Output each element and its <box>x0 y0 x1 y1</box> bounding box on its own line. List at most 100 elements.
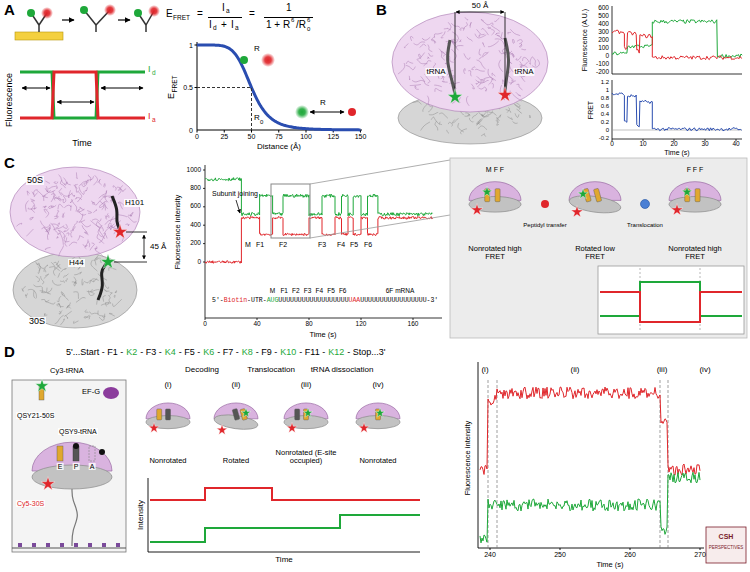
rna-texture <box>78 236 84 241</box>
rna-texture <box>492 30 495 35</box>
state-node: Nonrotated high FRET <box>665 176 725 262</box>
fluorophore-star <box>682 186 693 196</box>
subunit-outline <box>13 252 137 328</box>
label-text: H44 <box>68 259 85 267</box>
panel-letter: D <box>4 344 15 359</box>
rna-texture <box>517 40 522 44</box>
drawn-line <box>612 80 742 139</box>
rna-texture <box>477 60 486 69</box>
rna-texture <box>93 210 97 213</box>
rna-texture <box>471 84 474 89</box>
state-caption: (ii) <box>232 380 241 389</box>
rna-texture <box>26 293 28 297</box>
rna-texture <box>466 96 469 105</box>
state-node: (iv)Nonrotated <box>344 380 412 466</box>
drawn-line <box>278 130 279 133</box>
rna-texture <box>417 59 428 64</box>
label-text: 10 <box>639 141 646 148</box>
label-text: M <box>270 288 275 295</box>
rna-texture <box>66 306 70 309</box>
rna-texture <box>421 122 430 131</box>
biotin-anchor <box>18 543 22 547</box>
rna-texture <box>521 49 525 51</box>
rna-texture <box>32 192 38 197</box>
label-text: 160 <box>408 321 419 328</box>
label-text: I <box>222 3 225 13</box>
label-text: A <box>89 463 96 470</box>
trna <box>448 40 455 94</box>
rna-texture <box>476 29 484 34</box>
state-caption: (i) <box>164 380 171 389</box>
rna-texture <box>56 237 58 239</box>
label-text: FRET <box>171 76 178 93</box>
label-text: R <box>254 114 260 122</box>
label-text: - F9 - <box>256 348 278 357</box>
rna-texture <box>74 221 78 226</box>
label-text: Translocation <box>627 222 663 228</box>
label-text: F F F <box>687 166 704 173</box>
label-text: R <box>320 99 326 107</box>
rna-texture <box>439 122 442 125</box>
label-text: (iii) <box>657 366 668 374</box>
rna-texture <box>475 34 486 38</box>
efg-icon <box>641 200 650 209</box>
label-text: 50 <box>248 133 256 140</box>
label-text: Fluorescence <box>5 73 14 127</box>
rna-texture <box>409 76 411 80</box>
rna-texture <box>448 22 451 31</box>
label-text: + <box>221 20 227 30</box>
rna-texture <box>475 69 485 71</box>
rna-texture <box>73 226 75 230</box>
rna-texture <box>58 274 60 278</box>
rna-texture <box>113 299 122 306</box>
label-text: 0.2 <box>601 119 609 125</box>
helix-h44 <box>98 264 106 300</box>
rna-texture <box>106 213 109 219</box>
label-text: K12 <box>328 348 344 357</box>
label-text: 260 <box>624 551 636 558</box>
drawn-line <box>478 362 704 548</box>
label-text: F1 <box>280 288 288 295</box>
subunit-outline <box>10 167 140 257</box>
label-text: K4 <box>165 348 176 357</box>
rna-texture <box>485 89 487 91</box>
state-node: (ii)Rotated <box>202 380 270 466</box>
rna-texture <box>516 92 521 96</box>
rna-texture <box>469 118 473 122</box>
rna-texture <box>74 185 79 192</box>
rna-texture <box>482 115 490 117</box>
rna-texture <box>488 27 492 29</box>
label-text: 0 <box>195 133 199 140</box>
rna-texture <box>41 276 44 284</box>
rna-texture <box>36 262 40 266</box>
donor-dye <box>80 6 88 14</box>
drawn-line <box>612 20 742 58</box>
label-text: 1.2 <box>601 79 609 85</box>
drawn-line <box>310 160 450 184</box>
rna-texture <box>499 60 503 72</box>
state-caption: Rotated low FRET <box>565 245 625 262</box>
label-text: 270 <box>694 551 706 558</box>
drawn-line <box>118 19 130 20</box>
rna-texture <box>30 199 34 201</box>
rna-texture <box>131 212 134 216</box>
fluorophore-star <box>100 254 115 268</box>
fluorophore-star <box>241 408 251 417</box>
rna-texture <box>60 319 64 325</box>
rna-texture <box>51 194 54 202</box>
rna-texture <box>428 106 432 112</box>
rna-texture <box>41 299 49 301</box>
label-text: F5 <box>350 241 358 248</box>
drawn-line <box>205 318 206 320</box>
panel-letter: B <box>376 2 387 17</box>
label-text: UUUUUUUUUUUUUUUUU-3' <box>360 298 438 305</box>
trna <box>157 409 162 420</box>
label-text: Time (s) <box>664 149 689 156</box>
label-text: 1 <box>606 87 609 93</box>
label-text: -200 <box>596 69 609 76</box>
rna-texture <box>45 247 51 249</box>
rna-texture <box>118 215 127 217</box>
label-text: I <box>148 112 151 121</box>
rna-texture <box>46 227 50 231</box>
